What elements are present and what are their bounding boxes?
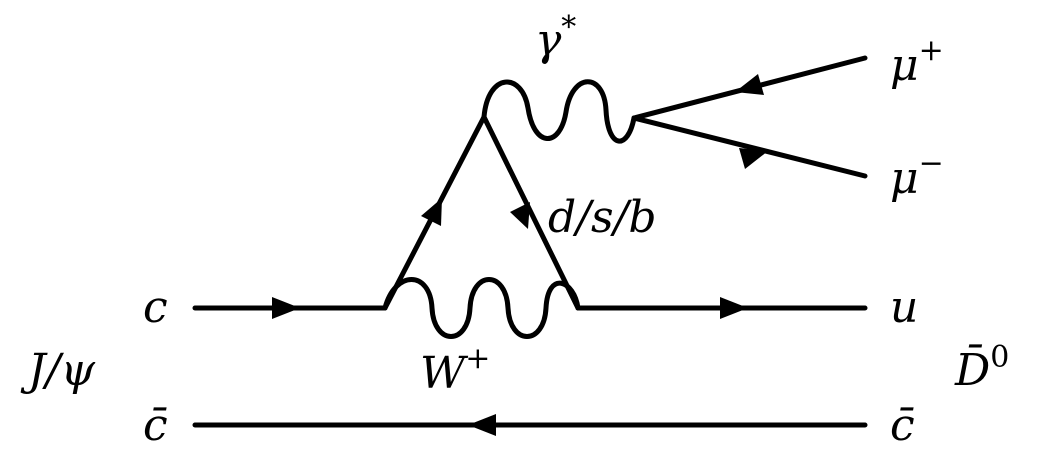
label-cbar-in: c̄ (143, 400, 168, 451)
label-w-boson: W+ (420, 341, 490, 399)
u-quark-out-arrow (720, 297, 748, 319)
mu-minus-line (631, 115, 868, 179)
label-mu-minus-base: μ (890, 153, 919, 204)
mu-minus-arrow (739, 148, 768, 169)
loop-left-quark-arrow (421, 198, 442, 226)
label-dbar0-sup: 0 (990, 340, 1009, 375)
mu-plus-arrow (735, 74, 764, 95)
label-u-out: u (890, 282, 918, 333)
loop-right-quark-line (481, 114, 581, 311)
label-photon: γ* (535, 10, 576, 66)
label-w-base: W (420, 348, 469, 399)
label-mu-plus: μ+ (890, 33, 944, 91)
c-quark-in-arrow (272, 297, 300, 319)
photon-wave (481, 79, 637, 144)
label-dbar0-base: D̄ (954, 343, 990, 396)
label-mu-plus-base: μ (890, 40, 919, 91)
label-dbar0: D̄0 (954, 340, 1009, 396)
label-mu-plus-sup: + (919, 33, 944, 68)
label-mu-minus: μ− (890, 146, 944, 204)
label-loop-quark: d/s/b (548, 192, 657, 243)
label-w-sup: + (465, 341, 490, 376)
label-gamma-sup: * (561, 10, 576, 45)
w-boson-wave (382, 277, 581, 339)
cbar-spectator-arrow (468, 414, 496, 436)
label-jpsi: J/ψ (20, 345, 95, 396)
label-c-in: c (143, 282, 168, 333)
loop-right-quark-arrow (510, 202, 530, 229)
label-mu-minus-sup: − (919, 146, 944, 181)
label-cbar-out: c̄ (890, 400, 915, 451)
label-gamma-base: γ (535, 15, 562, 66)
